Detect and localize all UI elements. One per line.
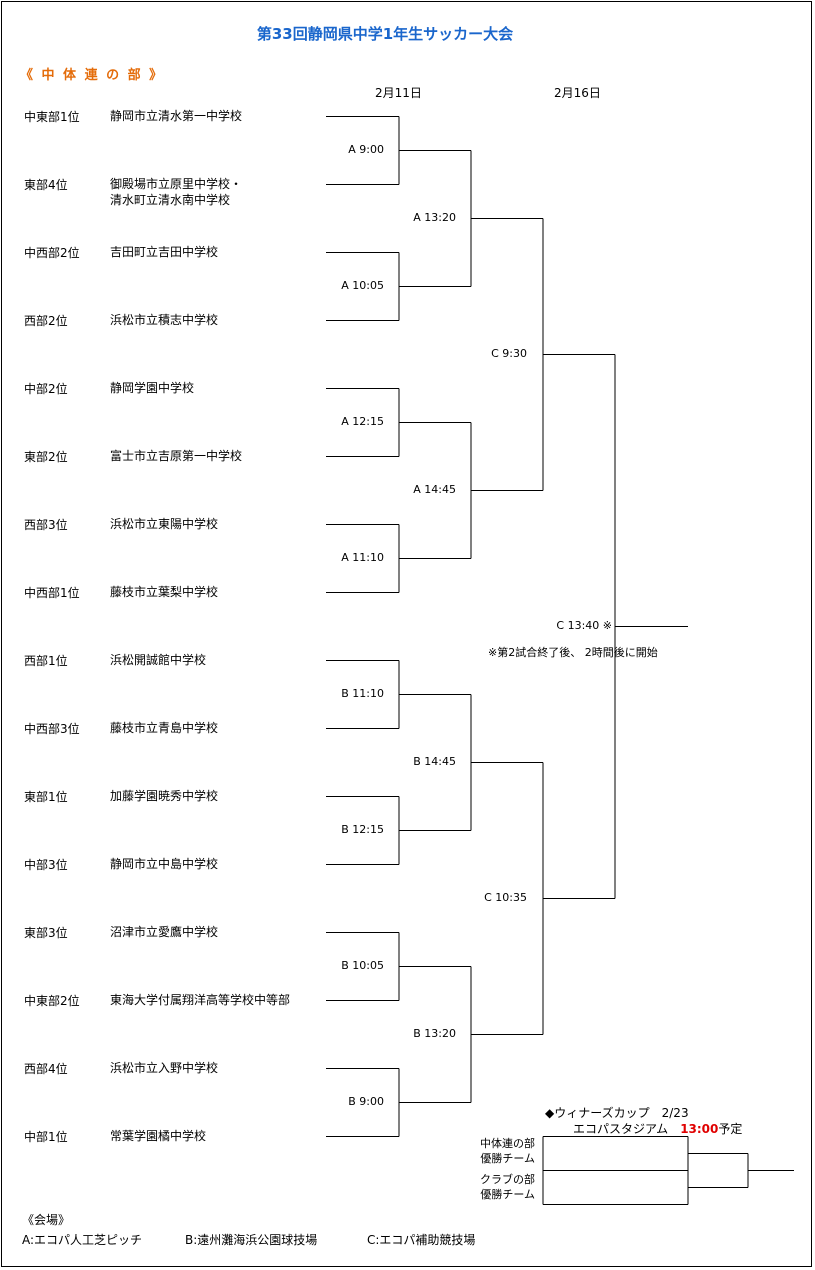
page-title: 第33回静岡県中学1年生サッカー大会 — [256, 25, 514, 43]
team-rank: 西部3位 — [24, 518, 68, 532]
team-rank: 東部1位 — [24, 790, 68, 804]
venue-b: B:遠州灘海浜公園球技場 — [185, 1233, 318, 1247]
winners-cup-stadium: エコパスタジアム — [573, 1122, 669, 1136]
winners-entry-club: クラブの部 優勝チーム — [480, 1173, 535, 1201]
section-title: 《 中 体 連 の 部 》 — [20, 68, 165, 83]
match-round1: B 12:15 — [341, 822, 384, 836]
match-quarterfinal: B 13:20 — [413, 1026, 456, 1040]
team-school: 浜松市立積志中学校 — [110, 313, 219, 327]
match-round1: B 11:10 — [341, 686, 384, 700]
team-school: 静岡市立中島中学校 — [110, 857, 219, 871]
winners-cup-time: 13:00 — [680, 1122, 719, 1136]
team-school: 静岡市立清水第一中学校 — [110, 109, 243, 123]
team-rank: 中西部3位 — [24, 722, 80, 736]
team-rank: 中西部1位 — [24, 586, 80, 600]
match-quarterfinal: A 14:45 — [413, 482, 456, 496]
team-school: 沼津市立愛鷹中学校 — [110, 925, 219, 939]
team-rank: 西部4位 — [24, 1062, 68, 1076]
team-rank: 東部2位 — [24, 450, 68, 464]
match-round1: B 9:00 — [348, 1094, 384, 1108]
match-quarterfinal: A 13:20 — [413, 210, 456, 224]
team-rank: 西部2位 — [24, 314, 68, 328]
match-quarterfinal: B 14:45 — [413, 754, 456, 768]
team-rank: 中西部2位 — [24, 246, 80, 260]
team-school: 富士市立吉原第一中学校 — [110, 449, 243, 463]
team-school: 静岡学園中学校 — [110, 381, 195, 395]
winners-cup-venue: エコパスタジアム 13:00予定 — [573, 1120, 742, 1137]
winners-cup-suffix: 予定 — [718, 1122, 743, 1136]
team-rank: 中東部1位 — [24, 110, 80, 124]
team-rank: 中部1位 — [24, 1130, 68, 1144]
venue-c: C:エコパ補助競技場 — [367, 1233, 476, 1247]
team-school: 吉田町立吉田中学校 — [110, 245, 219, 259]
match-round1: A 10:05 — [341, 278, 384, 292]
team-school: 藤枝市立葉梨中学校 — [110, 585, 219, 599]
team-school: 御殿場市立原里中学校・ 清水町立清水南中学校 — [110, 177, 243, 207]
team-rank: 中部2位 — [24, 382, 68, 396]
team-rank: 中部3位 — [24, 858, 68, 872]
match-round1: B 10:05 — [341, 958, 384, 972]
winners-cup-heading: ◆ウィナーズカップ 2/23 — [545, 1106, 689, 1120]
final-note: ※第2試合終了後、 2時間後に開始 — [488, 646, 658, 659]
team-rank: 東部4位 — [24, 178, 68, 192]
date-round2: 2月16日 — [554, 86, 601, 100]
team-school: 浜松開誠館中学校 — [110, 653, 207, 667]
match-semifinal: C 9:30 — [491, 346, 527, 360]
team-rank: 東部3位 — [24, 926, 68, 940]
date-round1: 2月11日 — [375, 86, 422, 100]
match-round1: A 9:00 — [348, 142, 384, 156]
team-school: 浜松市立入野中学校 — [110, 1061, 219, 1075]
match-round1: A 12:15 — [341, 414, 384, 428]
team-school: 浜松市立東陽中学校 — [110, 517, 219, 531]
team-school: 東海大学付属翔洋高等学校中等部 — [110, 993, 291, 1007]
team-school: 加藤学園暁秀中学校 — [110, 789, 219, 803]
winners-entry-chutairen: 中体連の部 優勝チーム — [480, 1137, 535, 1165]
team-school: 藤枝市立青島中学校 — [110, 721, 219, 735]
match-semifinal: C 10:35 — [484, 890, 527, 904]
venue-a: A:エコパ人工芝ピッチ — [22, 1233, 143, 1247]
team-rank: 西部1位 — [24, 654, 68, 668]
venues-heading: 《会場》 — [22, 1213, 71, 1227]
match-round1: A 11:10 — [341, 550, 384, 564]
match-final: C 13:40 ※ — [556, 618, 612, 632]
team-school: 常葉学園橘中学校 — [110, 1129, 207, 1143]
team-rank: 中東部2位 — [24, 994, 80, 1008]
